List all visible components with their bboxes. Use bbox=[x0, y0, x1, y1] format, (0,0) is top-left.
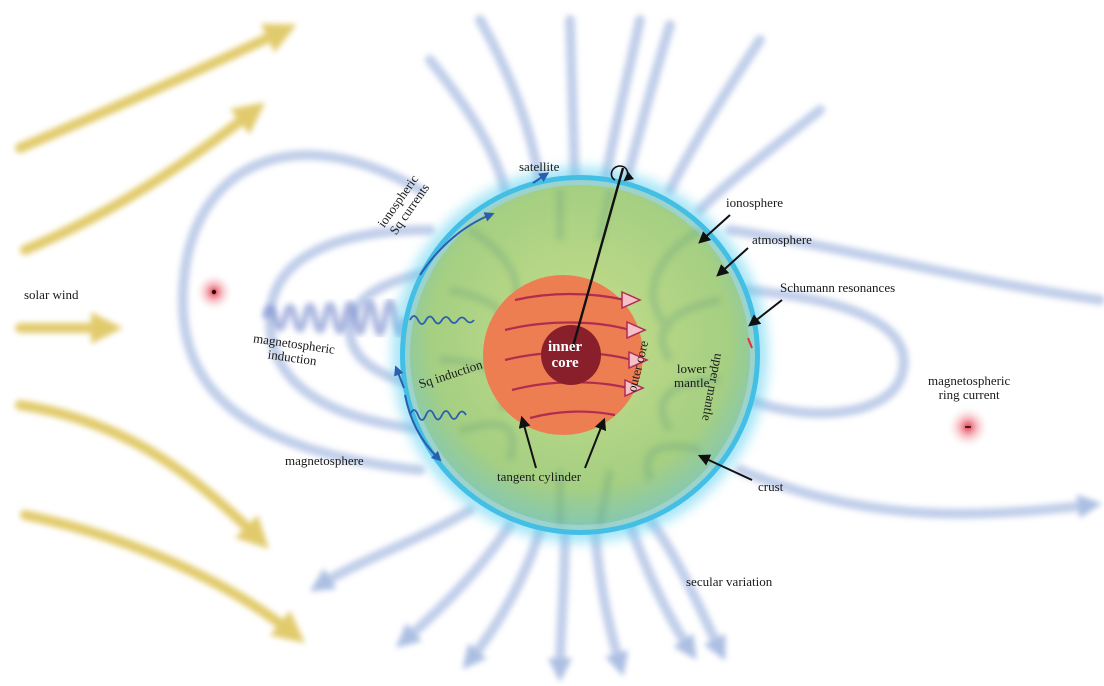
ring-current-left-dot bbox=[211, 289, 217, 295]
inner-core-line1: inner bbox=[548, 339, 583, 355]
schumann-resonances-label: Schumann resonances bbox=[780, 280, 896, 295]
solar-wind-arrow-5 bbox=[20, 510, 305, 643]
crust-label: crust bbox=[758, 479, 784, 494]
pointer-arrows bbox=[518, 214, 783, 481]
inner-core-label: inner core bbox=[548, 339, 583, 372]
rotation-arrow-icon bbox=[610, 165, 634, 182]
solar-wind-arrow-2 bbox=[20, 102, 266, 255]
ionosphere-label: ionosphere bbox=[726, 195, 784, 210]
field-line-bottom-5 bbox=[590, 527, 629, 677]
schumann-pointer bbox=[748, 299, 783, 327]
sq-current-arrows bbox=[394, 172, 550, 462]
inner-core bbox=[541, 325, 601, 385]
satellite-label: satellite bbox=[519, 159, 560, 174]
field-line-right-2 bbox=[740, 285, 909, 419]
field-line-top-6 bbox=[695, 105, 825, 215]
field-line-right-3 bbox=[735, 465, 1102, 519]
field-line-bottom-6 bbox=[625, 520, 697, 660]
lower-mantle-line1: lower bbox=[676, 361, 707, 376]
schumann-marker bbox=[747, 337, 753, 349]
secular-variation-label: secular variation bbox=[686, 574, 773, 589]
atmosphere-label: atmosphere bbox=[752, 232, 812, 247]
ring-current-line2: ring current bbox=[938, 386, 1000, 402]
field-line-mid-left bbox=[264, 225, 435, 435]
field-line-bottom-2 bbox=[395, 520, 515, 648]
core-current-arrowheads bbox=[621, 290, 649, 398]
crust-pointer bbox=[697, 454, 753, 481]
tangent-cylinder-label: tangent cylinder bbox=[497, 469, 582, 484]
tangent-cylinder-pointer-right bbox=[584, 417, 607, 469]
sq-induction-squiggles bbox=[409, 315, 475, 421]
lower-mantle-label: lower mantle bbox=[674, 362, 709, 389]
field-line-top-1 bbox=[425, 55, 510, 195]
ring-current-line1: magnetospheric bbox=[928, 373, 1011, 388]
field-lines bbox=[177, 15, 1104, 683]
ionosphere-pointer bbox=[698, 214, 731, 244]
tangent-cylinder-pointer-left bbox=[518, 415, 537, 469]
field-line-top-3 bbox=[565, 15, 580, 190]
field-line-top-2 bbox=[475, 15, 545, 190]
field-line-bottom-4 bbox=[548, 527, 573, 683]
earth bbox=[392, 165, 768, 543]
magnetospheric-induction-wave bbox=[261, 298, 409, 338]
solar-wind-arrows bbox=[15, 23, 305, 643]
lower-mantle-line2: mantle bbox=[674, 374, 710, 390]
field-line-outer-left bbox=[177, 150, 425, 475]
field-line-right-1 bbox=[725, 225, 1104, 305]
atmosphere-pointer bbox=[716, 247, 749, 277]
solar-wind-arrow-1 bbox=[15, 23, 297, 153]
field-line-top-5 bbox=[665, 35, 765, 195]
field-line-bottom-1 bbox=[309, 505, 475, 592]
field-line-bottom-3 bbox=[462, 525, 545, 670]
magnetosphere-label: magnetosphere bbox=[285, 453, 364, 468]
rotation-axis bbox=[570, 167, 625, 351]
inner-core-line2: core bbox=[551, 354, 579, 371]
field-line-bottom-7 bbox=[645, 515, 726, 661]
solar-wind-label: solar wind bbox=[24, 287, 79, 302]
magnetospheric-ring-current-label: magnetospheric ring current bbox=[928, 374, 1010, 401]
solar-wind-arrow-4 bbox=[15, 400, 270, 550]
